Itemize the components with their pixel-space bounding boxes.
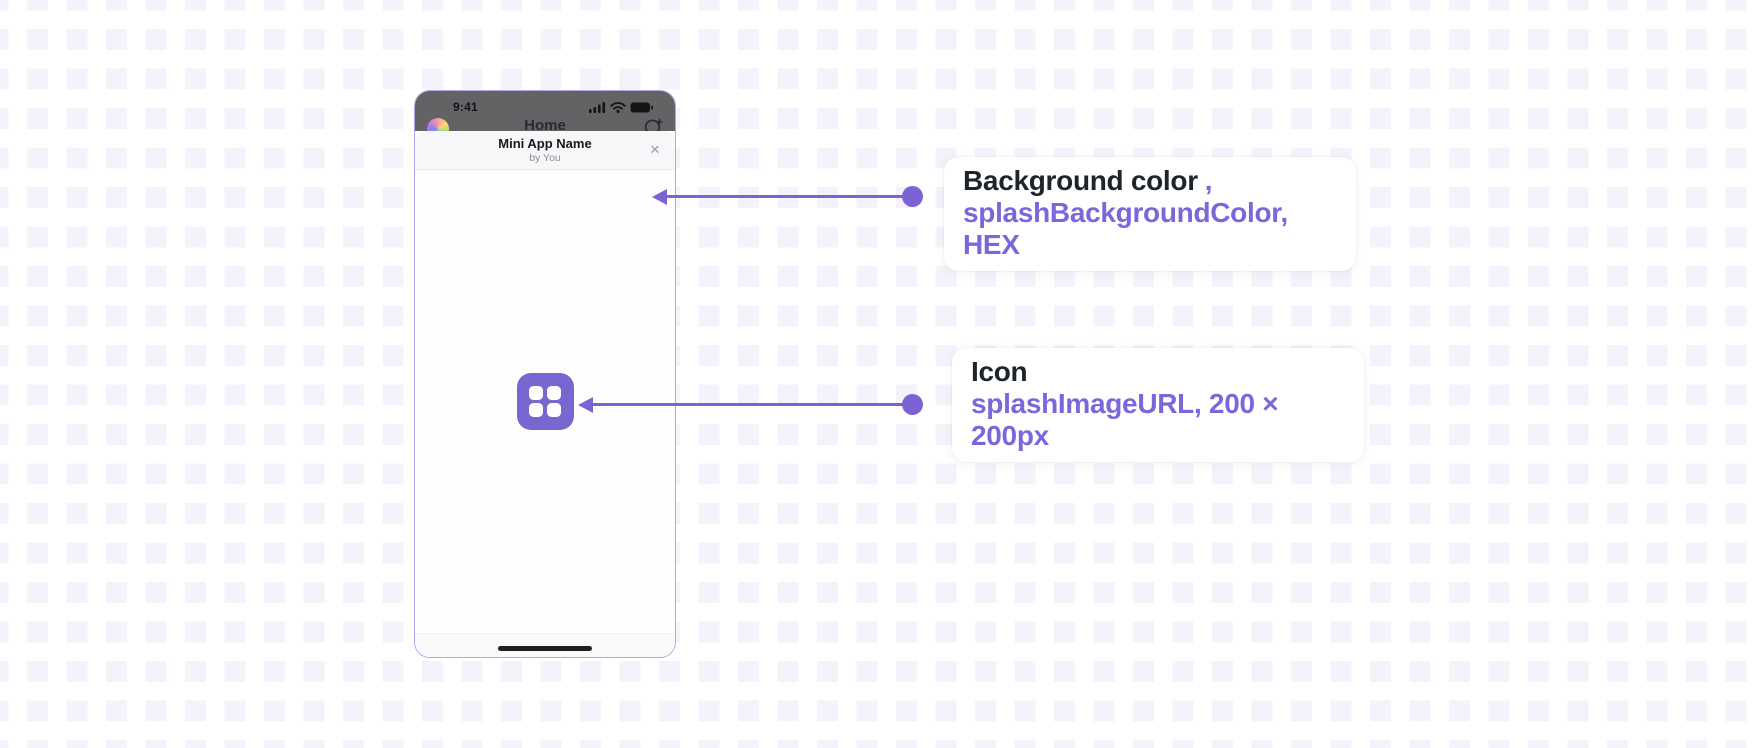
mini-app-name: Mini App Name <box>498 136 592 151</box>
home-indicator[interactable] <box>498 646 592 651</box>
arrowhead-icon <box>578 396 593 413</box>
grid-dot <box>546 385 561 400</box>
status-icons <box>589 101 653 113</box>
callout-subtitle: splashBackgroundColor, HEX <box>963 197 1288 260</box>
status-bar: 9:41 <box>415 91 675 114</box>
dimmed-home-screen: 9:41 <box>415 91 675 131</box>
home-nav-row: Home <box>415 118 675 131</box>
mini-app-sheet: Mini App Name by You ✕ <box>415 131 675 657</box>
arrowhead-icon <box>652 188 667 205</box>
grid-dot <box>546 403 561 418</box>
status-time: 9:41 <box>453 100 478 114</box>
callout-title: Icon <box>971 356 1345 388</box>
bottom-bar <box>415 633 675 657</box>
battery-icon <box>630 102 653 113</box>
arrow-icon-annotation <box>578 394 923 415</box>
phone-mockup: 9:41 <box>414 90 676 658</box>
sheet-header: Mini App Name by You ✕ <box>415 131 675 170</box>
arrow-dot <box>902 394 923 415</box>
arrow-background-color <box>652 186 923 207</box>
home-title: Home <box>524 117 566 131</box>
callout-title: Background color, <box>963 165 1337 197</box>
signal-bars-icon <box>589 101 606 113</box>
mini-app-byline: by You <box>529 152 561 164</box>
person-add-icon <box>644 118 663 131</box>
app-grid-icon <box>516 373 574 430</box>
arrow-line <box>666 194 903 199</box>
arrow-dot <box>902 186 923 207</box>
callout-subtitle: splashImageURL, 200 × 200px <box>971 388 1279 451</box>
close-icon: ✕ <box>649 142 661 157</box>
wifi-icon <box>610 101 626 113</box>
app-avatar <box>427 118 449 131</box>
callout-title-suffix: , <box>1204 165 1213 196</box>
callout-title-text: Icon <box>971 356 1028 387</box>
callout-title-text: Background color <box>963 165 1198 196</box>
callout-icon-annotation: Icon splashImageURL, 200 × 200px <box>952 348 1364 462</box>
arrow-line <box>592 402 903 407</box>
grid-dot <box>529 403 544 418</box>
callout-background-color: Background color, splashBackgroundColor,… <box>944 157 1356 271</box>
splash-area <box>415 170 675 633</box>
close-button[interactable]: ✕ <box>644 139 666 161</box>
grid-dot <box>529 385 544 400</box>
